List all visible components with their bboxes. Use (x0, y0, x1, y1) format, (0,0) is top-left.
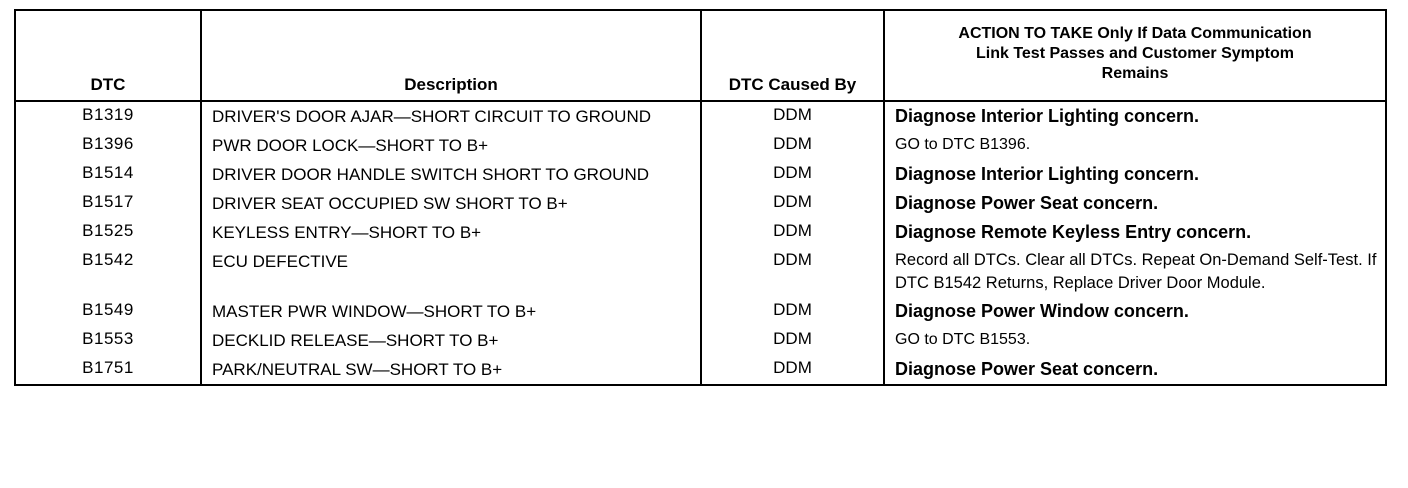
cell-dtc: B1319 (15, 101, 202, 131)
cell-caused-by: DDM (701, 355, 885, 385)
cell-caused-by: DDM (701, 101, 885, 131)
header-action-line1: ACTION TO TAKE Only If Data Communicatio… (958, 24, 1312, 42)
cell-dtc: B1396 (15, 131, 202, 160)
cell-dtc: B1517 (15, 189, 202, 218)
header-action-line3: Remains (1101, 64, 1169, 82)
cell-description: PARK/NEUTRAL SW—SHORT TO B+ (201, 355, 702, 385)
cell-action: Diagnose Power Seat concern. (895, 359, 1159, 379)
cell-description: DRIVER SEAT OCCUPIED SW SHORT TO B+ (201, 189, 702, 218)
cell-action: GO to DTC B1396. (895, 136, 1031, 153)
header-action: ACTION TO TAKE Only If Data Communicatio… (884, 10, 1386, 102)
cell-action: Diagnose Power Seat concern. (895, 193, 1159, 213)
header-row: DTC Description DTC Caused By ACTION TO … (15, 10, 1386, 102)
header-caused-by: DTC Caused By (701, 10, 885, 102)
cell-action: GO to DTC B1553. (895, 331, 1031, 348)
cell-description: MASTER PWR WINDOW—SHORT TO B+ (201, 297, 702, 326)
cell-dtc: B1525 (15, 218, 202, 247)
cell-description: DRIVER DOOR HANDLE SWITCH SHORT TO GROUN… (201, 160, 702, 189)
cell-dtc: B1751 (15, 355, 202, 385)
cell-dtc: B1542 (15, 247, 202, 297)
cell-action: Diagnose Interior Lighting concern. (895, 106, 1200, 126)
header-action-line2: Link Test Passes and Customer Symptom (975, 44, 1294, 62)
cell-caused-by: DDM (701, 131, 885, 160)
cell-action: Record all DTCs. Clear all DTCs. Repeat … (895, 251, 1377, 292)
cell-description: KEYLESS ENTRY—SHORT TO B+ (201, 218, 702, 247)
dtc-table: DTC Description DTC Caused By ACTION TO … (14, 9, 1387, 386)
cell-dtc: B1514 (15, 160, 202, 189)
cell-description: DRIVER'S DOOR AJAR—SHORT CIRCUIT TO GROU… (201, 101, 702, 131)
header-dtc: DTC (15, 10, 202, 102)
cell-caused-by: DDM (701, 218, 885, 247)
cell-dtc: B1549 (15, 297, 202, 326)
table-header: DTC Description DTC Caused By ACTION TO … (15, 10, 1386, 102)
cell-description: PWR DOOR LOCK—SHORT TO B+ (201, 131, 702, 160)
cell-caused-by: DDM (701, 160, 885, 189)
header-description: Description (201, 10, 702, 102)
cell-dtc: B1553 (15, 326, 202, 355)
cell-description: ECU DEFECTIVE (201, 247, 702, 297)
cell-caused-by: DDM (701, 189, 885, 218)
cell-action: Diagnose Power Window concern. (895, 301, 1189, 321)
cell-caused-by: DDM (701, 297, 885, 326)
cell-caused-by: DDM (701, 247, 885, 297)
cell-action: Diagnose Interior Lighting concern. (895, 164, 1200, 184)
cell-description: DECKLID RELEASE—SHORT TO B+ (201, 326, 702, 355)
cell-action: Diagnose Remote Keyless Entry concern. (895, 222, 1252, 242)
cell-caused-by: DDM (701, 326, 885, 355)
